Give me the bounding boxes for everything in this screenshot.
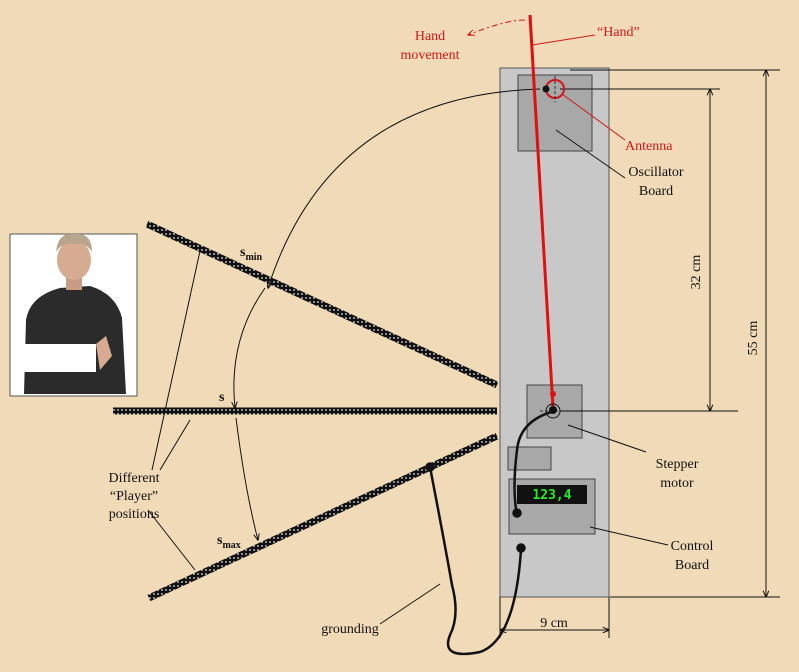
s-min-label: smin — [240, 245, 263, 263]
player-label-3: positions — [109, 507, 160, 522]
player-label-1: Different — [108, 471, 159, 486]
hand-movement-label-1: Hand — [415, 29, 445, 44]
stepper-label-1: Stepper — [656, 457, 699, 472]
dim-32-label: 32 cm — [689, 255, 704, 290]
leader-lines — [147, 129, 669, 625]
control-label-1: Control — [671, 539, 714, 554]
dimension-lines — [500, 70, 780, 638]
hand-label: “Hand” — [597, 25, 640, 40]
distance-arc — [234, 88, 541, 540]
presenter-photo — [9, 233, 138, 397]
stepper-label-2: motor — [660, 476, 694, 491]
dim-9-label: 9 cm — [540, 616, 568, 631]
antenna-label: Antenna — [625, 139, 673, 154]
player-label-2: “Player” — [110, 489, 158, 504]
red-annotations — [468, 19, 626, 141]
s-max-label: smax — [217, 533, 241, 551]
dim-55-label: 55 cm — [746, 321, 761, 356]
oscillator-label-2: Board — [639, 184, 673, 199]
small-module — [507, 446, 552, 471]
hand-rod — [528, 14, 555, 409]
control-display — [517, 485, 587, 504]
oscillator-label-1: Oscillator — [628, 165, 684, 180]
player-position-bars — [113, 220, 499, 602]
grounding-cable — [425, 409, 556, 656]
s-label: s — [219, 390, 225, 405]
hand-movement-label-2: movement — [400, 48, 459, 63]
control-label-2: Board — [675, 558, 709, 573]
grounding-label: grounding — [321, 622, 379, 637]
display-readout: 123,4 — [532, 488, 571, 503]
